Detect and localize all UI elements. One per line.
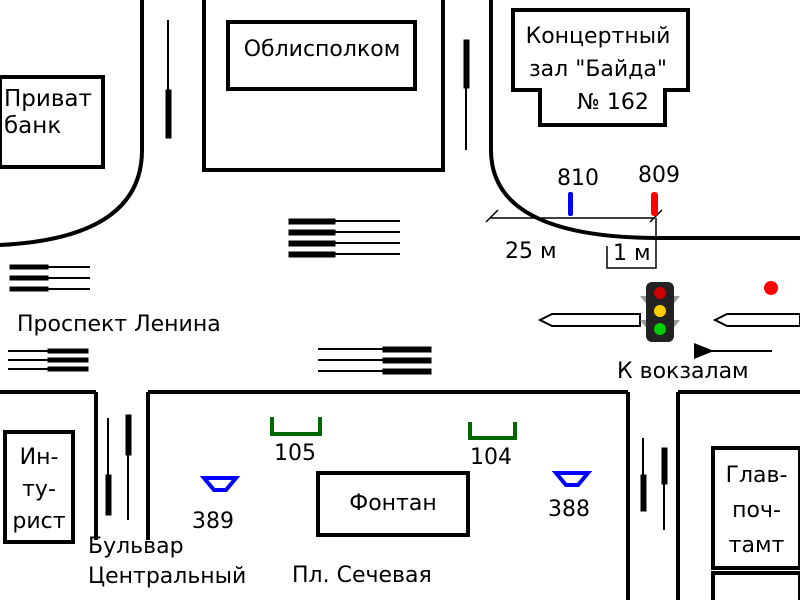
building-oblispolkom (202, 0, 445, 172)
bus-stop-389-icon (199, 476, 241, 492)
lane-markings (8, 20, 668, 530)
building-intourist (3, 430, 75, 544)
central-boulevard-label: Бульвар Центральный (88, 534, 247, 589)
distance-1m-label: 1 м (613, 241, 651, 266)
lane-mark-north-concert (463, 39, 470, 150)
lane-mark-west-top (9, 264, 90, 292)
stop-388-label: 388 (548, 497, 590, 522)
distance-tick-left (485, 209, 499, 223)
red-dot-icon (764, 281, 778, 295)
stop-104-label: 104 (470, 445, 512, 470)
building-oblispolkom-sign (226, 20, 417, 91)
stop-389-label: 389 (192, 509, 234, 534)
building-post-office (711, 446, 800, 570)
building-privatbank (0, 75, 105, 169)
fountain-label: Фонтан (349, 491, 437, 516)
stop-810-label: 810 (557, 166, 599, 191)
stop-pole-809 (651, 192, 658, 216)
privatbank-label: Приват банк (4, 86, 92, 139)
stop-809-label: 809 (638, 163, 680, 188)
stop-105-label: 105 (274, 441, 316, 466)
bus-stop-markers (199, 471, 593, 492)
to-station-label: К вокзалам (617, 359, 749, 384)
lane-mark-center-top (288, 218, 400, 258)
distance-bracket-1m (606, 218, 657, 269)
oblispolkom-label: Облисполком (243, 37, 401, 62)
bus-stop-388-icon (551, 471, 593, 487)
curb-nw (0, 0, 144, 247)
traffic-light-icon (640, 282, 680, 342)
sechevaya-square-label: Пл. Сечевая (292, 563, 432, 588)
stop-pole-810 (568, 192, 573, 216)
lane-mark-north-oblispolkom (165, 20, 172, 139)
building-fountain (316, 471, 470, 537)
building-concert-hall (511, 8, 690, 127)
tram-line-east-right (712, 313, 800, 327)
distance-tick-right (649, 209, 663, 223)
lenin-avenue-label: Проспект Ленина (17, 312, 221, 337)
tram-stop-105-icon (270, 417, 322, 436)
concert-hall-label: Концертный зал "Байда" № 162 (525, 24, 671, 115)
lane-mark-south-east (640, 438, 668, 530)
tram-line-east-left (537, 313, 641, 327)
tram-stop-markers (270, 417, 517, 440)
tram-stop-104-icon (468, 422, 517, 440)
lane-mark-center-bottom (318, 346, 432, 375)
post-office-label: Глав- поч- тамт (725, 463, 788, 558)
distance-25m-label: 25 м (505, 239, 557, 264)
lane-mark-west-bottom (8, 348, 89, 372)
intourist-label: Ин- ту- рист (12, 445, 66, 534)
lane-mark-boulevard (105, 414, 132, 520)
distance-markers (485, 209, 663, 269)
building-post-office-annex (711, 571, 800, 600)
stop-poles (568, 192, 778, 295)
